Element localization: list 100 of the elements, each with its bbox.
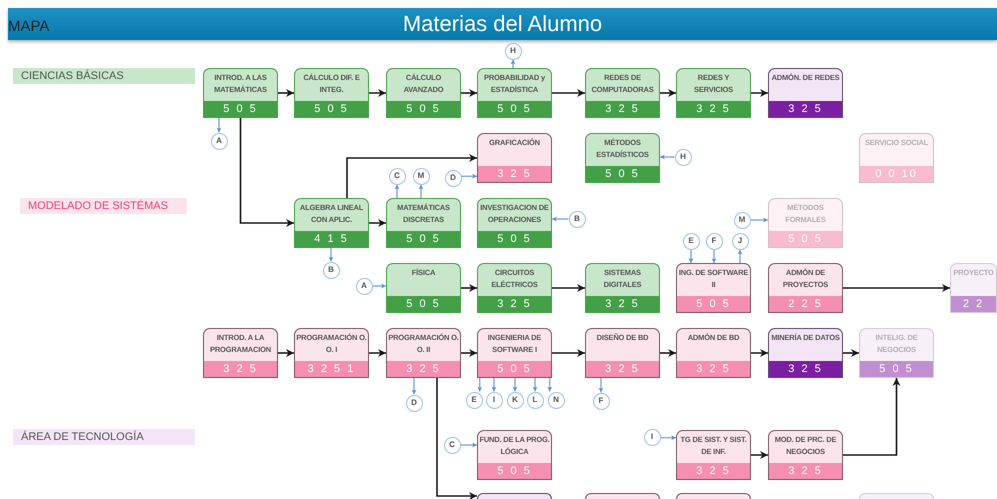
arrow [216, 118, 222, 133]
arrow [750, 218, 768, 222]
credits-bar: 3 2 5 [387, 361, 460, 377]
course-card [477, 133, 552, 183]
arrow [712, 249, 716, 264]
page-title: Materias del Alumno [402, 13, 602, 35]
credits-bar: 3 2 5 [478, 296, 551, 312]
course-card [676, 68, 751, 118]
credits-bar: 5 0 5 [769, 231, 842, 247]
arrow [552, 89, 585, 97]
credits-bar: 5 0 5 [387, 101, 460, 117]
arrow [461, 349, 477, 357]
credits-bar: 4 1 5 [295, 231, 368, 247]
arrow [547, 378, 552, 392]
arrow [660, 435, 676, 440]
credits-bar: 3 2 5 [677, 101, 750, 117]
arrow [369, 89, 386, 97]
arrow [660, 89, 676, 97]
credits-bar: 3 2 5 [677, 361, 750, 377]
arrow [552, 216, 569, 222]
credits-bar: 5 0 5 [478, 463, 551, 479]
course-card [386, 328, 461, 378]
arrow [660, 154, 675, 160]
arrow [461, 89, 477, 97]
credits-bar: 3 2 5 [586, 101, 659, 117]
arrow [372, 284, 386, 288]
arrow [278, 349, 294, 357]
arrow [688, 249, 694, 264]
credits-bar: 2 2 [951, 296, 996, 312]
credits-bar: 3 2 5 [769, 101, 842, 117]
course-card [203, 328, 278, 378]
arrow [477, 378, 482, 392]
arrow [510, 59, 516, 68]
course-card [859, 493, 934, 499]
arrow [843, 349, 859, 357]
course-card [950, 263, 997, 313]
credits-bar: 3 2 5 [478, 166, 551, 182]
credits-bar: 5 0 5 [295, 101, 368, 117]
credits-bar: 3 2 5 [769, 361, 842, 377]
course-card [386, 68, 461, 118]
credits-bar: 3 2 5 [204, 361, 277, 377]
arrow [660, 349, 676, 357]
arrow [369, 349, 386, 357]
course-card [768, 198, 843, 248]
credits-bar: 0 0 10 [860, 166, 933, 182]
credits-bar: 5 0 5 [860, 361, 933, 377]
course-card [477, 430, 552, 480]
arrow [738, 249, 742, 264]
arrow [512, 378, 518, 392]
arrow [412, 378, 416, 395]
course-card [676, 493, 751, 499]
course-card [585, 328, 660, 378]
arrow [532, 378, 538, 392]
course-card [585, 263, 660, 313]
credits-bar: 3 2 5 [586, 296, 659, 312]
arrow [278, 89, 294, 97]
category-band: CIENCIAS BÁSICAS [13, 68, 195, 84]
arrow [394, 184, 400, 198]
course-card [294, 68, 369, 118]
arrow [436, 378, 477, 499]
credits-bar: 5 0 5 [478, 361, 551, 377]
course-card [477, 328, 552, 378]
credits-bar: 5 0 5 [387, 231, 460, 247]
credits-bar: 5 0 5 [387, 296, 460, 312]
course-card [585, 133, 660, 183]
credits-bar: 5 0 5 [478, 101, 551, 117]
credits-bar: 5 0 5 [478, 231, 551, 247]
course-card [768, 328, 843, 378]
course-card [768, 68, 843, 118]
course-card [676, 328, 751, 378]
course-card [477, 493, 552, 499]
arrow [751, 89, 768, 97]
course-card [585, 68, 660, 118]
arrow [751, 349, 768, 357]
arrow [552, 284, 585, 292]
arrow [461, 284, 477, 292]
arrow [418, 184, 424, 198]
course-card [676, 430, 751, 480]
course-card [386, 263, 461, 313]
course-card [859, 133, 934, 183]
course-card [294, 328, 369, 378]
course-card [585, 493, 660, 499]
arrow [460, 442, 478, 448]
course-card [768, 430, 843, 480]
arrow [492, 378, 496, 392]
credits-bar: 2 2 5 [769, 296, 842, 312]
credits-bar: 3 2 5 [586, 361, 659, 377]
course-card [859, 328, 934, 378]
arrow [598, 378, 604, 393]
credits-bar: 5 0 5 [677, 296, 750, 312]
arrow [843, 378, 900, 456]
credits-bar: 3 2 5 1 [295, 361, 368, 377]
arrow [461, 174, 478, 179]
arrow [328, 248, 334, 262]
arrow [369, 219, 386, 227]
credits-bar: 5 0 5 [204, 101, 277, 117]
course-card [477, 198, 552, 248]
arrow [751, 451, 768, 459]
category-band: ÁREA DE TECNOLOGÍA [13, 429, 195, 445]
course-card [203, 68, 278, 118]
